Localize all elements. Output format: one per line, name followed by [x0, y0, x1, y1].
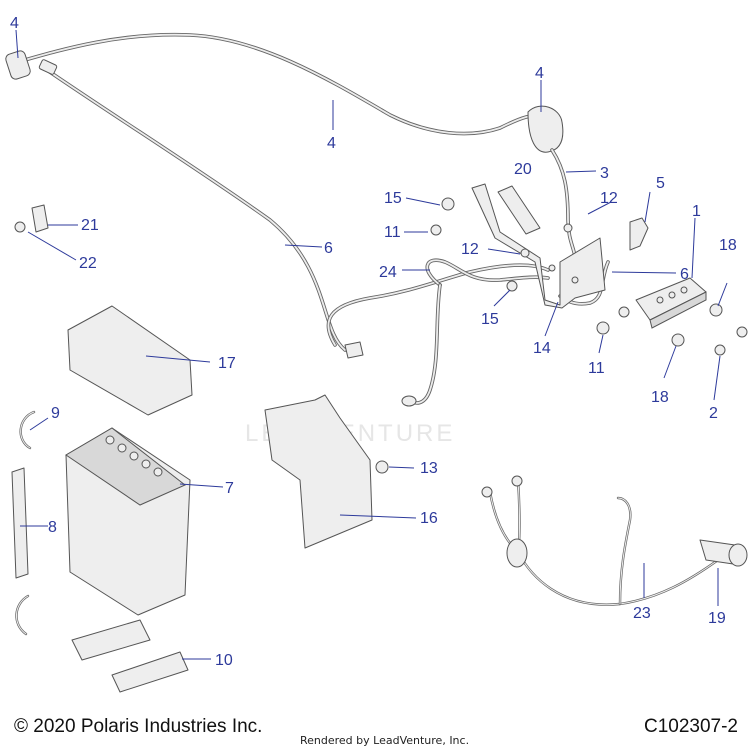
callout-8: 8 — [48, 519, 57, 536]
callout-10: 10 — [215, 652, 233, 669]
callout-2: 2 — [709, 405, 718, 422]
figure-id: C102307-2 — [643, 716, 738, 737]
part-23-accessory-harness — [481, 475, 720, 606]
callout-21: 21 — [81, 217, 99, 234]
harness-24 — [326, 258, 550, 407]
callout-18: 18 — [719, 237, 737, 254]
part-1-terminal-block — [635, 277, 707, 329]
callout-23: 23 — [633, 605, 651, 622]
part-14-bracket — [471, 183, 606, 309]
callout-15: 15 — [384, 190, 402, 207]
leader-lines — [15, 29, 728, 660]
exploded-parts-diagram: 4 4 4 20 3 5 1 15 12 21 11 22 6 12 18 24… — [5, 15, 748, 693]
callout-22: 22 — [79, 255, 97, 272]
copyright-notice: © 2020 Polaris Industries Inc. — [14, 716, 263, 737]
part-5-clip — [629, 217, 649, 251]
part-10-pads — [71, 619, 189, 693]
callout-4: 4 — [327, 135, 336, 152]
callout-4: 4 — [535, 65, 544, 82]
callout-24: 24 — [379, 264, 397, 281]
part-16-shield — [264, 394, 373, 549]
callout-7: 7 — [225, 480, 234, 497]
callout-4: 4 — [10, 15, 19, 32]
part-13-bolt — [375, 460, 389, 474]
callout-11: 11 — [384, 224, 401, 241]
callout-3: 3 — [600, 165, 609, 182]
cable-6-ground — [38, 59, 364, 359]
callout-9: 9 — [51, 405, 60, 422]
part-19-power-socket — [699, 539, 748, 567]
callout-15: 15 — [481, 311, 499, 328]
part-17-battery-cover — [67, 305, 193, 416]
callout-20: 20 — [514, 161, 532, 178]
callout-14: 14 — [533, 340, 551, 357]
callout-13: 13 — [420, 460, 438, 477]
callout-11: 11 — [588, 360, 605, 377]
part-8-strap — [11, 467, 29, 579]
callout-16: 16 — [420, 510, 438, 527]
callout-19: 19 — [708, 610, 726, 627]
part-7-battery — [65, 427, 191, 616]
rendered-by-credit: Rendered by LeadVenture, Inc. — [300, 734, 470, 747]
callout-18: 18 — [651, 389, 669, 406]
callout-17: 17 — [218, 355, 236, 372]
callout-6: 6 — [324, 240, 333, 257]
part-20-sleeve — [497, 185, 541, 235]
callout-labels: 4 4 4 20 3 5 1 15 12 21 11 22 6 12 18 24… — [10, 15, 737, 669]
callout-6: 6 — [680, 266, 689, 283]
part-9-retainer-clips — [15, 410, 36, 636]
callout-12: 12 — [600, 190, 618, 207]
cable-4-battery-positive — [5, 32, 577, 260]
fasteners-top — [14, 197, 748, 356]
callout-12: 12 — [461, 241, 479, 258]
callout-1: 1 — [692, 203, 701, 220]
callout-5: 5 — [656, 175, 665, 192]
